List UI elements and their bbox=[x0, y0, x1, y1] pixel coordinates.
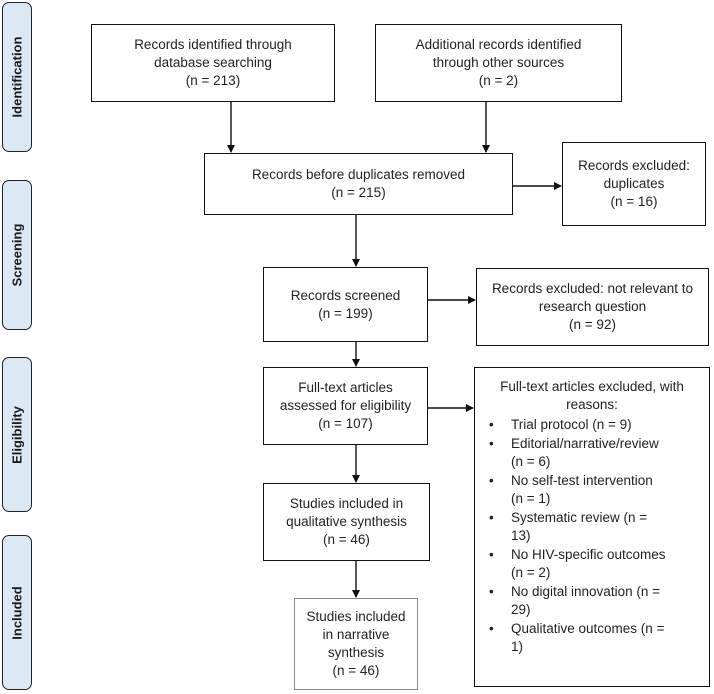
reason-count: (n = 6) bbox=[511, 454, 551, 469]
reason-count: 29) bbox=[511, 602, 531, 617]
box-other-sources-line-1: Additional records identified bbox=[415, 37, 582, 52]
box-narrative-line-2: in narrative bbox=[322, 627, 390, 642]
phase-screening: Screening bbox=[2, 180, 32, 330]
reason-text: Editorial/narrative/review bbox=[511, 436, 659, 451]
reason-no-hiv-outcomes: No HIV-specific outcomes (n = 2) bbox=[489, 546, 709, 582]
reason-count: 1) bbox=[511, 639, 524, 654]
box-qualitative-line-1: Studies included in bbox=[289, 496, 404, 511]
reason-editorial-narrative-review: Editorial/narrative/review (n = 6) bbox=[489, 435, 709, 471]
box-before-duplicates: Records before duplicates removed (n = 2… bbox=[204, 153, 513, 215]
reason-no-self-test: No self-test intervention (n = 1) bbox=[489, 472, 709, 508]
reason-count: (n = 1) bbox=[511, 491, 551, 506]
box-fulltext-assessed: Full-text articles assessed for eligibil… bbox=[263, 367, 428, 445]
box-excluded-not-relevant: Records excluded: not relevant to resear… bbox=[476, 268, 709, 346]
box-other-sources-line-2: through other sources bbox=[432, 55, 565, 70]
box-excluded-duplicates: Records excluded: duplicates (n = 16) bbox=[562, 142, 706, 226]
box-database-line-2: database searching bbox=[154, 55, 272, 70]
box-before-duplicates-line-1: Records before duplicates removed bbox=[251, 167, 466, 182]
box-excluded-duplicates-line-1: Records excluded: bbox=[578, 158, 690, 173]
fulltext-excluded-title: Full-text articles excluded, with reason… bbox=[475, 378, 709, 414]
reason-text: No digital innovation (n = bbox=[511, 584, 660, 599]
box-records-screened: Records screened (n = 199) bbox=[263, 267, 428, 342]
reason-text: No self-test intervention bbox=[511, 473, 653, 488]
box-database-line-1: Records identified through bbox=[134, 37, 292, 52]
reason-text: Qualitative outcomes (n = bbox=[511, 621, 665, 636]
box-qualitative-line-2: qualitative synthesis bbox=[286, 514, 407, 529]
reason-systematic-review: Systematic review (n = 13) bbox=[489, 509, 709, 545]
box-excluded-not-relevant-line-2: research question bbox=[538, 299, 647, 314]
phase-identification: Identification bbox=[2, 2, 32, 152]
box-narrative-synthesis: Studies included in narrative synthesis … bbox=[294, 598, 418, 690]
fulltext-excluded-title-line-2: reasons: bbox=[566, 397, 618, 412]
box-narrative-line-1: Studies included bbox=[306, 609, 406, 624]
box-screened-count: (n = 199) bbox=[318, 305, 373, 321]
reason-text: Trial protocol (n = 9) bbox=[511, 417, 632, 432]
box-fulltext-excluded: Full-text articles excluded, with reason… bbox=[474, 367, 710, 687]
box-excluded-not-relevant-line-1: Records excluded: not relevant to bbox=[491, 281, 694, 296]
box-qualitative-synthesis: Studies included in qualitative synthesi… bbox=[263, 483, 430, 561]
box-excluded-duplicates-count: (n = 16) bbox=[610, 194, 658, 209]
box-fulltext-count: (n = 107) bbox=[318, 416, 373, 431]
box-other-sources-count: (n = 2) bbox=[478, 73, 519, 88]
box-other-sources: Additional records identified through ot… bbox=[375, 24, 622, 102]
box-database-records: Records identified through database sear… bbox=[91, 24, 335, 102]
box-excluded-duplicates-line-2: duplicates bbox=[603, 176, 665, 191]
box-screened-line-1: Records screened bbox=[290, 287, 401, 303]
box-narrative-count: (n = 46) bbox=[332, 663, 380, 678]
box-before-duplicates-count: (n = 215) bbox=[331, 185, 386, 200]
reason-text: No HIV-specific outcomes bbox=[511, 547, 666, 562]
fulltext-excluded-title-line-1: Full-text articles excluded, with bbox=[500, 379, 684, 394]
phase-included: Included bbox=[2, 535, 32, 690]
phase-eligibility: Eligibility bbox=[2, 357, 32, 512]
exclusion-reasons-list: Trial protocol (n = 9) Editorial/narrati… bbox=[475, 416, 709, 656]
box-fulltext-line-1: Full-text articles bbox=[298, 380, 393, 395]
box-narrative-line-3: synthesis bbox=[327, 645, 385, 660]
reason-no-digital-innovation: No digital innovation (n = 29) bbox=[489, 583, 709, 619]
box-excluded-not-relevant-count: (n = 92) bbox=[569, 317, 616, 332]
reason-text: Systematic review (n = bbox=[511, 510, 648, 525]
reason-qualitative-outcomes: Qualitative outcomes (n = 1) bbox=[489, 620, 709, 656]
box-qualitative-count: (n = 46) bbox=[323, 532, 370, 547]
reason-trial-protocol: Trial protocol (n = 9) bbox=[489, 416, 709, 434]
box-database-count: (n = 213) bbox=[185, 73, 241, 88]
reason-count: 13) bbox=[511, 528, 531, 543]
box-fulltext-line-2: assessed for eligibility bbox=[279, 398, 412, 413]
reason-count: (n = 2) bbox=[511, 565, 551, 580]
